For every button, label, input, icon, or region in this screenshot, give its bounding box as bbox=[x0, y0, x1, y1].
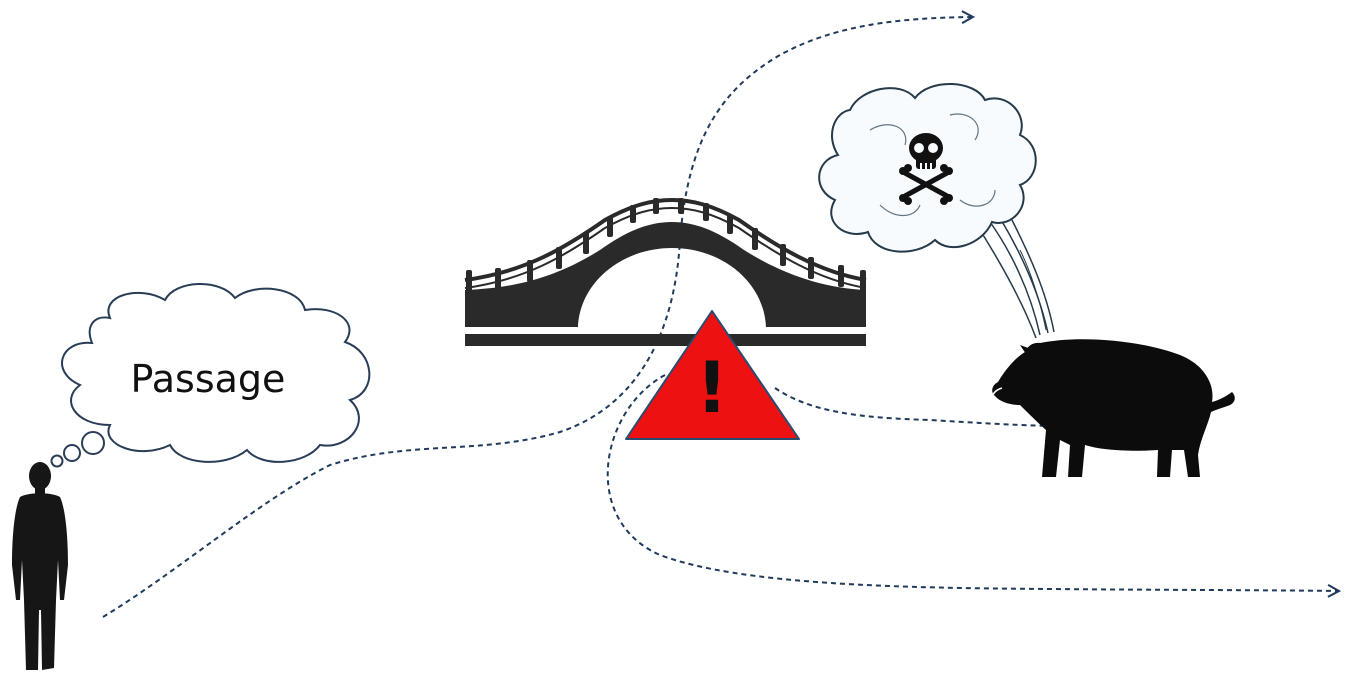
poison-cloud bbox=[818, 83, 1055, 339]
warning-symbol: ! bbox=[696, 347, 728, 429]
skull-crossbones-icon bbox=[899, 133, 953, 205]
thought-bubble: Passage bbox=[50, 283, 371, 468]
path-to-boar bbox=[774, 387, 1066, 427]
gas-stream bbox=[979, 217, 1055, 339]
warning-sign: ! bbox=[625, 310, 800, 440]
thought-dot-large bbox=[81, 431, 105, 455]
boar-silhouette-icon bbox=[991, 339, 1235, 477]
path-detour bbox=[606, 374, 1338, 591]
warning-triangle-icon bbox=[625, 310, 800, 440]
thought-dot-medium bbox=[63, 444, 81, 462]
thought-text: Passage bbox=[131, 357, 286, 401]
person-silhouette-icon bbox=[12, 462, 68, 670]
thought-dot-small bbox=[50, 454, 64, 468]
thought-cloud-shape bbox=[61, 283, 371, 463]
bridge-icon bbox=[464, 197, 867, 346]
